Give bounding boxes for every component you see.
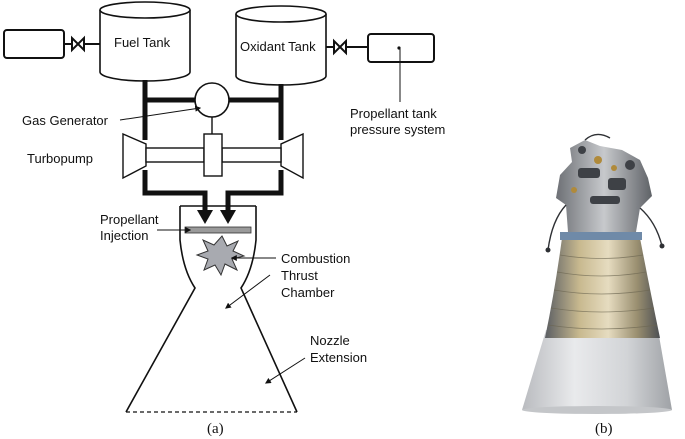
fuel-tank-label: Fuel Tank (114, 35, 171, 50)
fuel-pressurant-box (3, 29, 65, 59)
gas-generator (194, 82, 230, 118)
engine-turbomachinery (556, 140, 652, 232)
gas-generator-label: Gas Generator (22, 113, 109, 128)
fuel-valve-icon (71, 35, 85, 53)
engine-photo-panel-b: (b) (522, 133, 672, 437)
oxidant-tank-label: Oxidant Tank (240, 39, 316, 54)
propellant-pressure-box (367, 33, 435, 63)
pressure-system-label-line2: pressure system (350, 122, 445, 137)
turbopump-label: Turbopump (27, 151, 93, 166)
schematic-panel-a: Fuel Tank Oxidant Tank Propellant tank p… (3, 1, 445, 437)
fuel-flow-arrow (197, 210, 213, 224)
combustion-label-line1: Combustion (281, 251, 350, 266)
combustion-label-line3: Chamber (281, 285, 335, 300)
engine-nozzle-skirt (522, 330, 672, 410)
turbopump (122, 132, 304, 180)
propellant-injection-label-line1: Propellant (100, 212, 159, 227)
propellant-injection-label-line2: Injection (100, 228, 148, 243)
injector-plate (184, 226, 252, 234)
oxidant-flow-arrow (220, 210, 236, 224)
feed-lines (142, 80, 284, 212)
oxidant-tank (235, 5, 327, 86)
combustion-label-line2: Thrust (281, 268, 318, 283)
fuel-tank (99, 1, 191, 82)
nozzle-label-line1: Nozzle (310, 333, 350, 348)
combustion-burst-icon (195, 235, 246, 277)
engine-bell (545, 238, 660, 338)
caption-a: (a) (207, 421, 224, 437)
oxidant-valve-icon (333, 38, 347, 56)
nozzle-label-line2: Extension (310, 350, 367, 365)
caption-b: (b) (595, 421, 613, 437)
thrust-chamber (125, 205, 298, 413)
pressure-system-label-line1: Propellant tank (350, 106, 437, 121)
